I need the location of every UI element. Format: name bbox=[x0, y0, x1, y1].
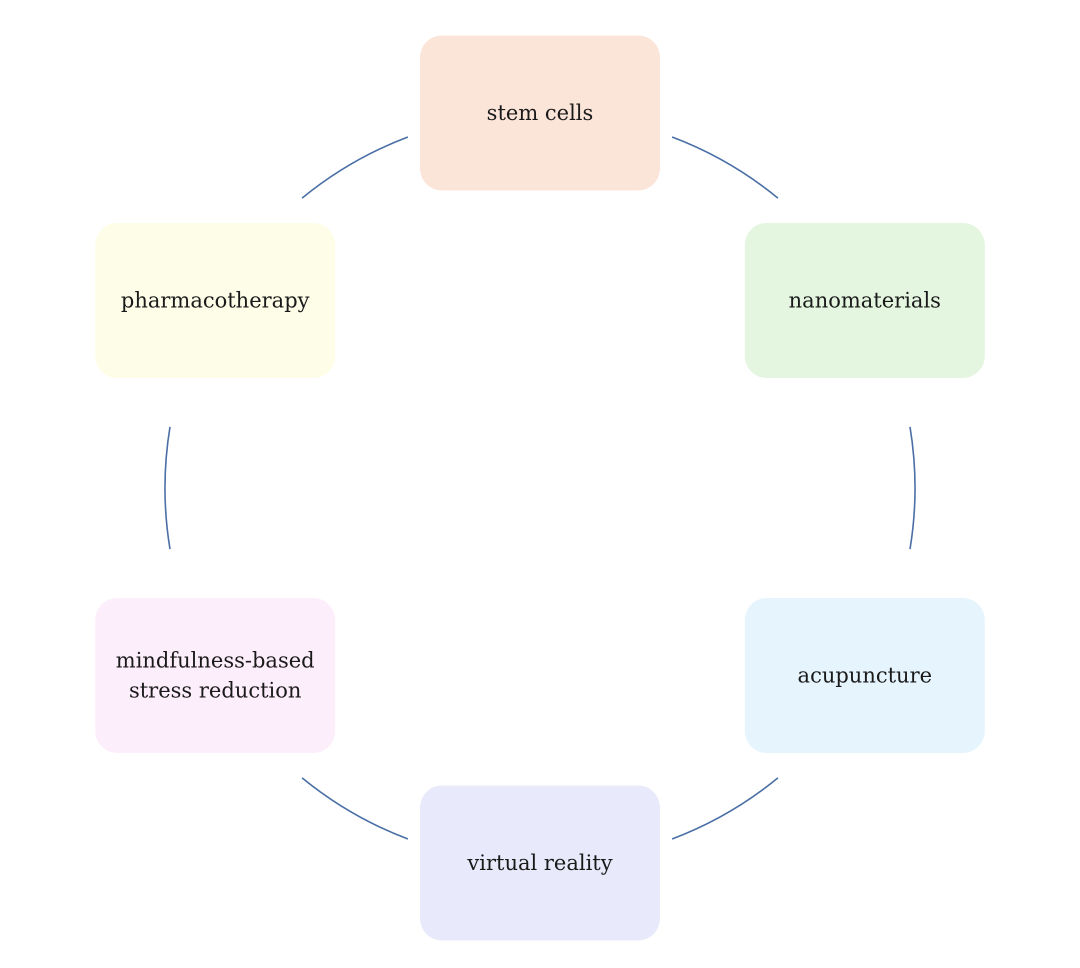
node-box bbox=[95, 598, 336, 753]
node-label: stem cells bbox=[487, 101, 594, 125]
node-label: nanomaterials bbox=[789, 289, 941, 313]
node-acupuncture: acupuncture bbox=[744, 598, 985, 753]
connector-arc bbox=[301, 136, 409, 199]
connector-arc bbox=[671, 136, 779, 199]
node-label: mindfulness-based bbox=[116, 649, 315, 673]
node-pharmacotherapy: pharmacotherapy bbox=[95, 223, 336, 378]
connector-arc bbox=[671, 777, 779, 840]
node-virtual-reality: virtual reality bbox=[420, 785, 660, 941]
connector-arc bbox=[909, 426, 916, 550]
node-nanomaterials: nanomaterials bbox=[744, 223, 985, 378]
node-box bbox=[95, 223, 336, 378]
node-label: acupuncture bbox=[798, 664, 933, 688]
connector-arc bbox=[301, 777, 409, 840]
connector-arcs bbox=[164, 136, 916, 840]
node-box bbox=[744, 598, 985, 753]
node-label: pharmacotherapy bbox=[121, 289, 310, 313]
node-box bbox=[420, 785, 660, 941]
node-label: stress reduction bbox=[129, 679, 301, 703]
diagram-nodes: stem cells nanomaterials acupuncture virtua… bbox=[95, 35, 985, 941]
node-box bbox=[420, 35, 660, 191]
connector-arc bbox=[164, 426, 171, 550]
node-mindfulness-based-stress-reduction: mindfulness-based stress reduction bbox=[95, 598, 336, 753]
node-stem-cells: stem cells bbox=[420, 35, 660, 191]
node-box bbox=[744, 223, 985, 378]
node-label: virtual reality bbox=[466, 851, 612, 875]
